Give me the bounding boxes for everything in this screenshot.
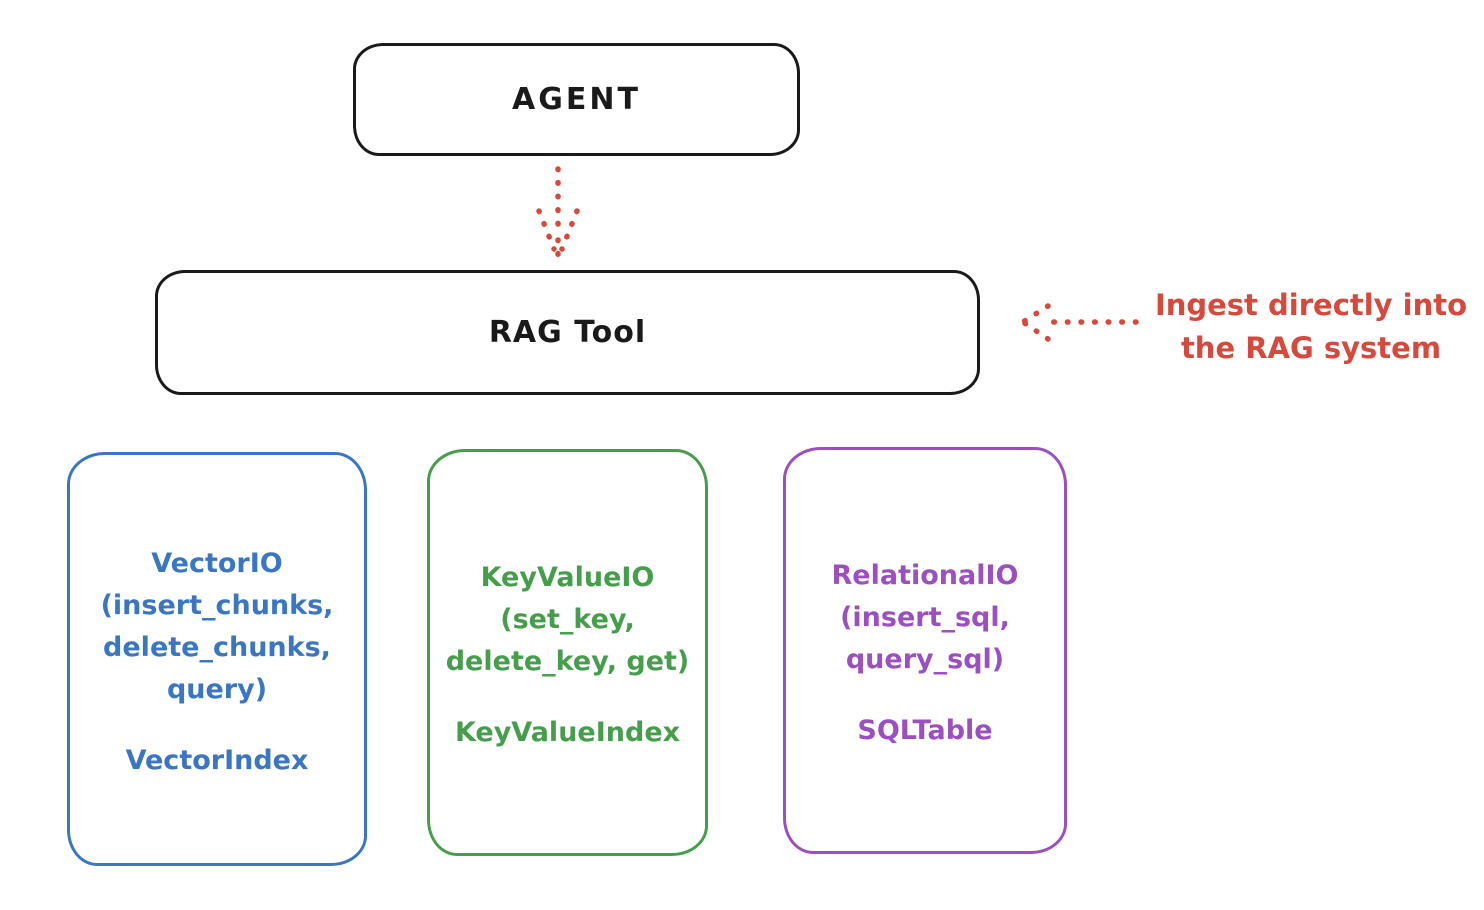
relational-io-box: RelationalIO (insert_sql, query_sql) SQL…: [783, 447, 1067, 854]
vector-index-label: VectorIndex: [125, 744, 309, 776]
agent-to-rag-tool-arrow: [536, 166, 580, 262]
rag-tool-box: RAG Tool: [155, 270, 980, 395]
ingest-annotation-arrow: [1020, 303, 1139, 342]
ingest-annotation-text: Ingest directly into the RAG system: [1154, 288, 1468, 365]
sql-table-label: SQLTable: [857, 715, 993, 746]
rag-tool-label: RAG Tool: [488, 315, 647, 350]
keyvalue-index-label: KeyValueIndex: [454, 717, 681, 748]
keyvalue-io-label: KeyValueIO (set_key, delete_key, get): [445, 562, 690, 677]
agent-box: AGENT: [353, 43, 800, 156]
vector-io-box: VectorIO (insert_chunks, delete_chunks, …: [67, 452, 367, 866]
agent-label: AGENT: [512, 82, 641, 117]
relational-io-label: RelationalIO (insert_sql, query_sql): [831, 560, 1019, 675]
vector-io-label: VectorIO (insert_chunks, delete_chunks, …: [100, 547, 334, 705]
keyvalue-io-box: KeyValueIO (set_key, delete_key, get) Ke…: [427, 449, 708, 856]
